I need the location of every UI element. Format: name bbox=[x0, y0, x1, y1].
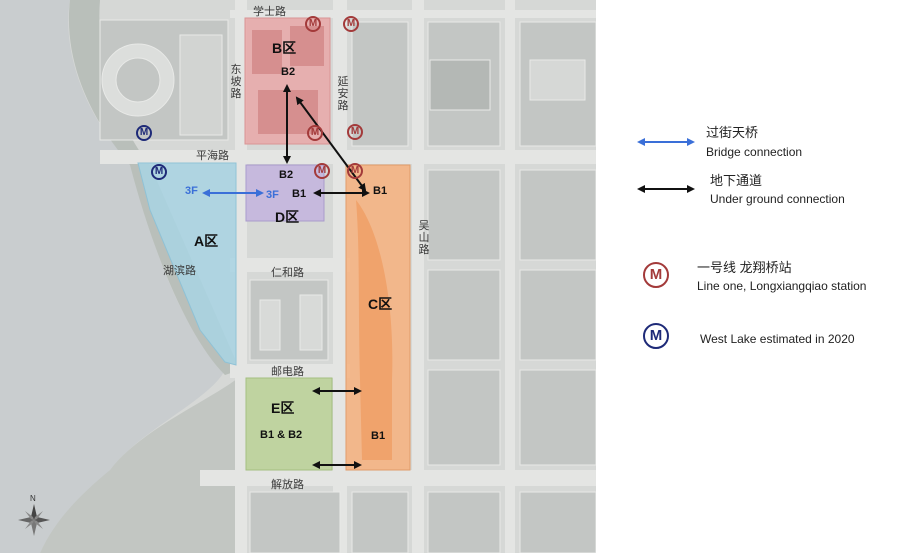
map-base bbox=[0, 0, 596, 553]
zone-b-label[interactable]: B区 bbox=[272, 40, 297, 56]
legend-underground-cn: 地下通道 bbox=[710, 173, 763, 188]
level-label-d-3f: 3F bbox=[266, 189, 279, 201]
legend-arrows bbox=[637, 138, 695, 193]
street-youdian-label: 邮电路 bbox=[271, 366, 304, 378]
road-dongpo bbox=[235, 0, 247, 553]
road-pinghai bbox=[100, 150, 596, 164]
lakeshore-lower bbox=[40, 378, 240, 553]
zone-c-label[interactable]: C区 bbox=[368, 296, 393, 312]
zone-c-building bbox=[356, 200, 393, 460]
level-label-b-b2: B2 bbox=[281, 66, 296, 78]
street-wushan-label: 吴山路 bbox=[418, 220, 430, 256]
compass-rose bbox=[18, 504, 50, 536]
zone-d-label[interactable]: D区 bbox=[275, 209, 300, 225]
metro-west-lake-icon[interactable]: M bbox=[136, 125, 152, 141]
metro-line-one-icon[interactable]: M bbox=[347, 124, 363, 140]
legend-line-one-icon: M bbox=[643, 262, 669, 288]
west-lake-water bbox=[0, 0, 225, 553]
legend-bridge-en: Bridge connection bbox=[706, 145, 803, 159]
road-east bbox=[505, 0, 515, 553]
metro-line-one-icon[interactable]: M bbox=[307, 125, 323, 141]
level-label-e: B1 & B2 bbox=[260, 429, 303, 441]
metro-line-one-icon[interactable]: M bbox=[314, 163, 330, 179]
level-label-d-b2: B2 bbox=[279, 169, 294, 181]
road-wushan bbox=[412, 0, 424, 553]
legend-underground-en: Under ground connection bbox=[710, 192, 845, 206]
legend-west-lake-label: West Lake estimated in 2020 bbox=[700, 332, 855, 346]
legend-line-one-en: Line one, Longxiangqiao station bbox=[697, 279, 867, 293]
road-jiefang bbox=[200, 470, 596, 486]
street-yanan-label: 延安路 bbox=[337, 76, 349, 112]
road-renhe bbox=[230, 258, 350, 272]
zone-e-label[interactable]: E区 bbox=[271, 400, 295, 416]
street-jiefang-label: 解放路 bbox=[271, 479, 304, 491]
level-label-c-b1-top: B1 bbox=[373, 185, 388, 197]
level-label-a-3f: 3F bbox=[185, 185, 198, 197]
metro-west-lake-icon[interactable]: M bbox=[151, 164, 167, 180]
road-youdian bbox=[230, 364, 350, 378]
site-map[interactable]: 学士路 东坡路 延安路 平海路 吴山路 仁和路 湖滨路 邮电路 解放路 B区 A… bbox=[0, 0, 596, 553]
zone-a-label[interactable]: A区 bbox=[194, 233, 219, 249]
metro-line-one-icon[interactable]: M bbox=[343, 16, 359, 32]
legend-line-one-cn: 一号线 龙翔桥站 bbox=[697, 260, 792, 275]
metro-line-one-icon[interactable]: M bbox=[305, 16, 321, 32]
compass-north-label: N bbox=[30, 494, 36, 503]
street-pinghai-label: 平海路 bbox=[196, 150, 229, 162]
level-label-d-b1: B1 bbox=[292, 188, 307, 200]
building-blocks bbox=[99, 19, 596, 553]
street-dongpo-label: 东坡路 bbox=[230, 64, 242, 100]
metro-line-one-icon[interactable]: M bbox=[347, 163, 363, 179]
street-xueshi-label: 学士路 bbox=[253, 6, 286, 18]
legend-west-lake-icon: M bbox=[643, 323, 669, 349]
level-label-c-b1-bottom: B1 bbox=[371, 430, 386, 442]
street-renhe-label: 仁和路 bbox=[271, 267, 304, 279]
legend-bridge-cn: 过街天桥 bbox=[706, 125, 759, 140]
street-hubin-label: 湖滨路 bbox=[163, 265, 196, 277]
